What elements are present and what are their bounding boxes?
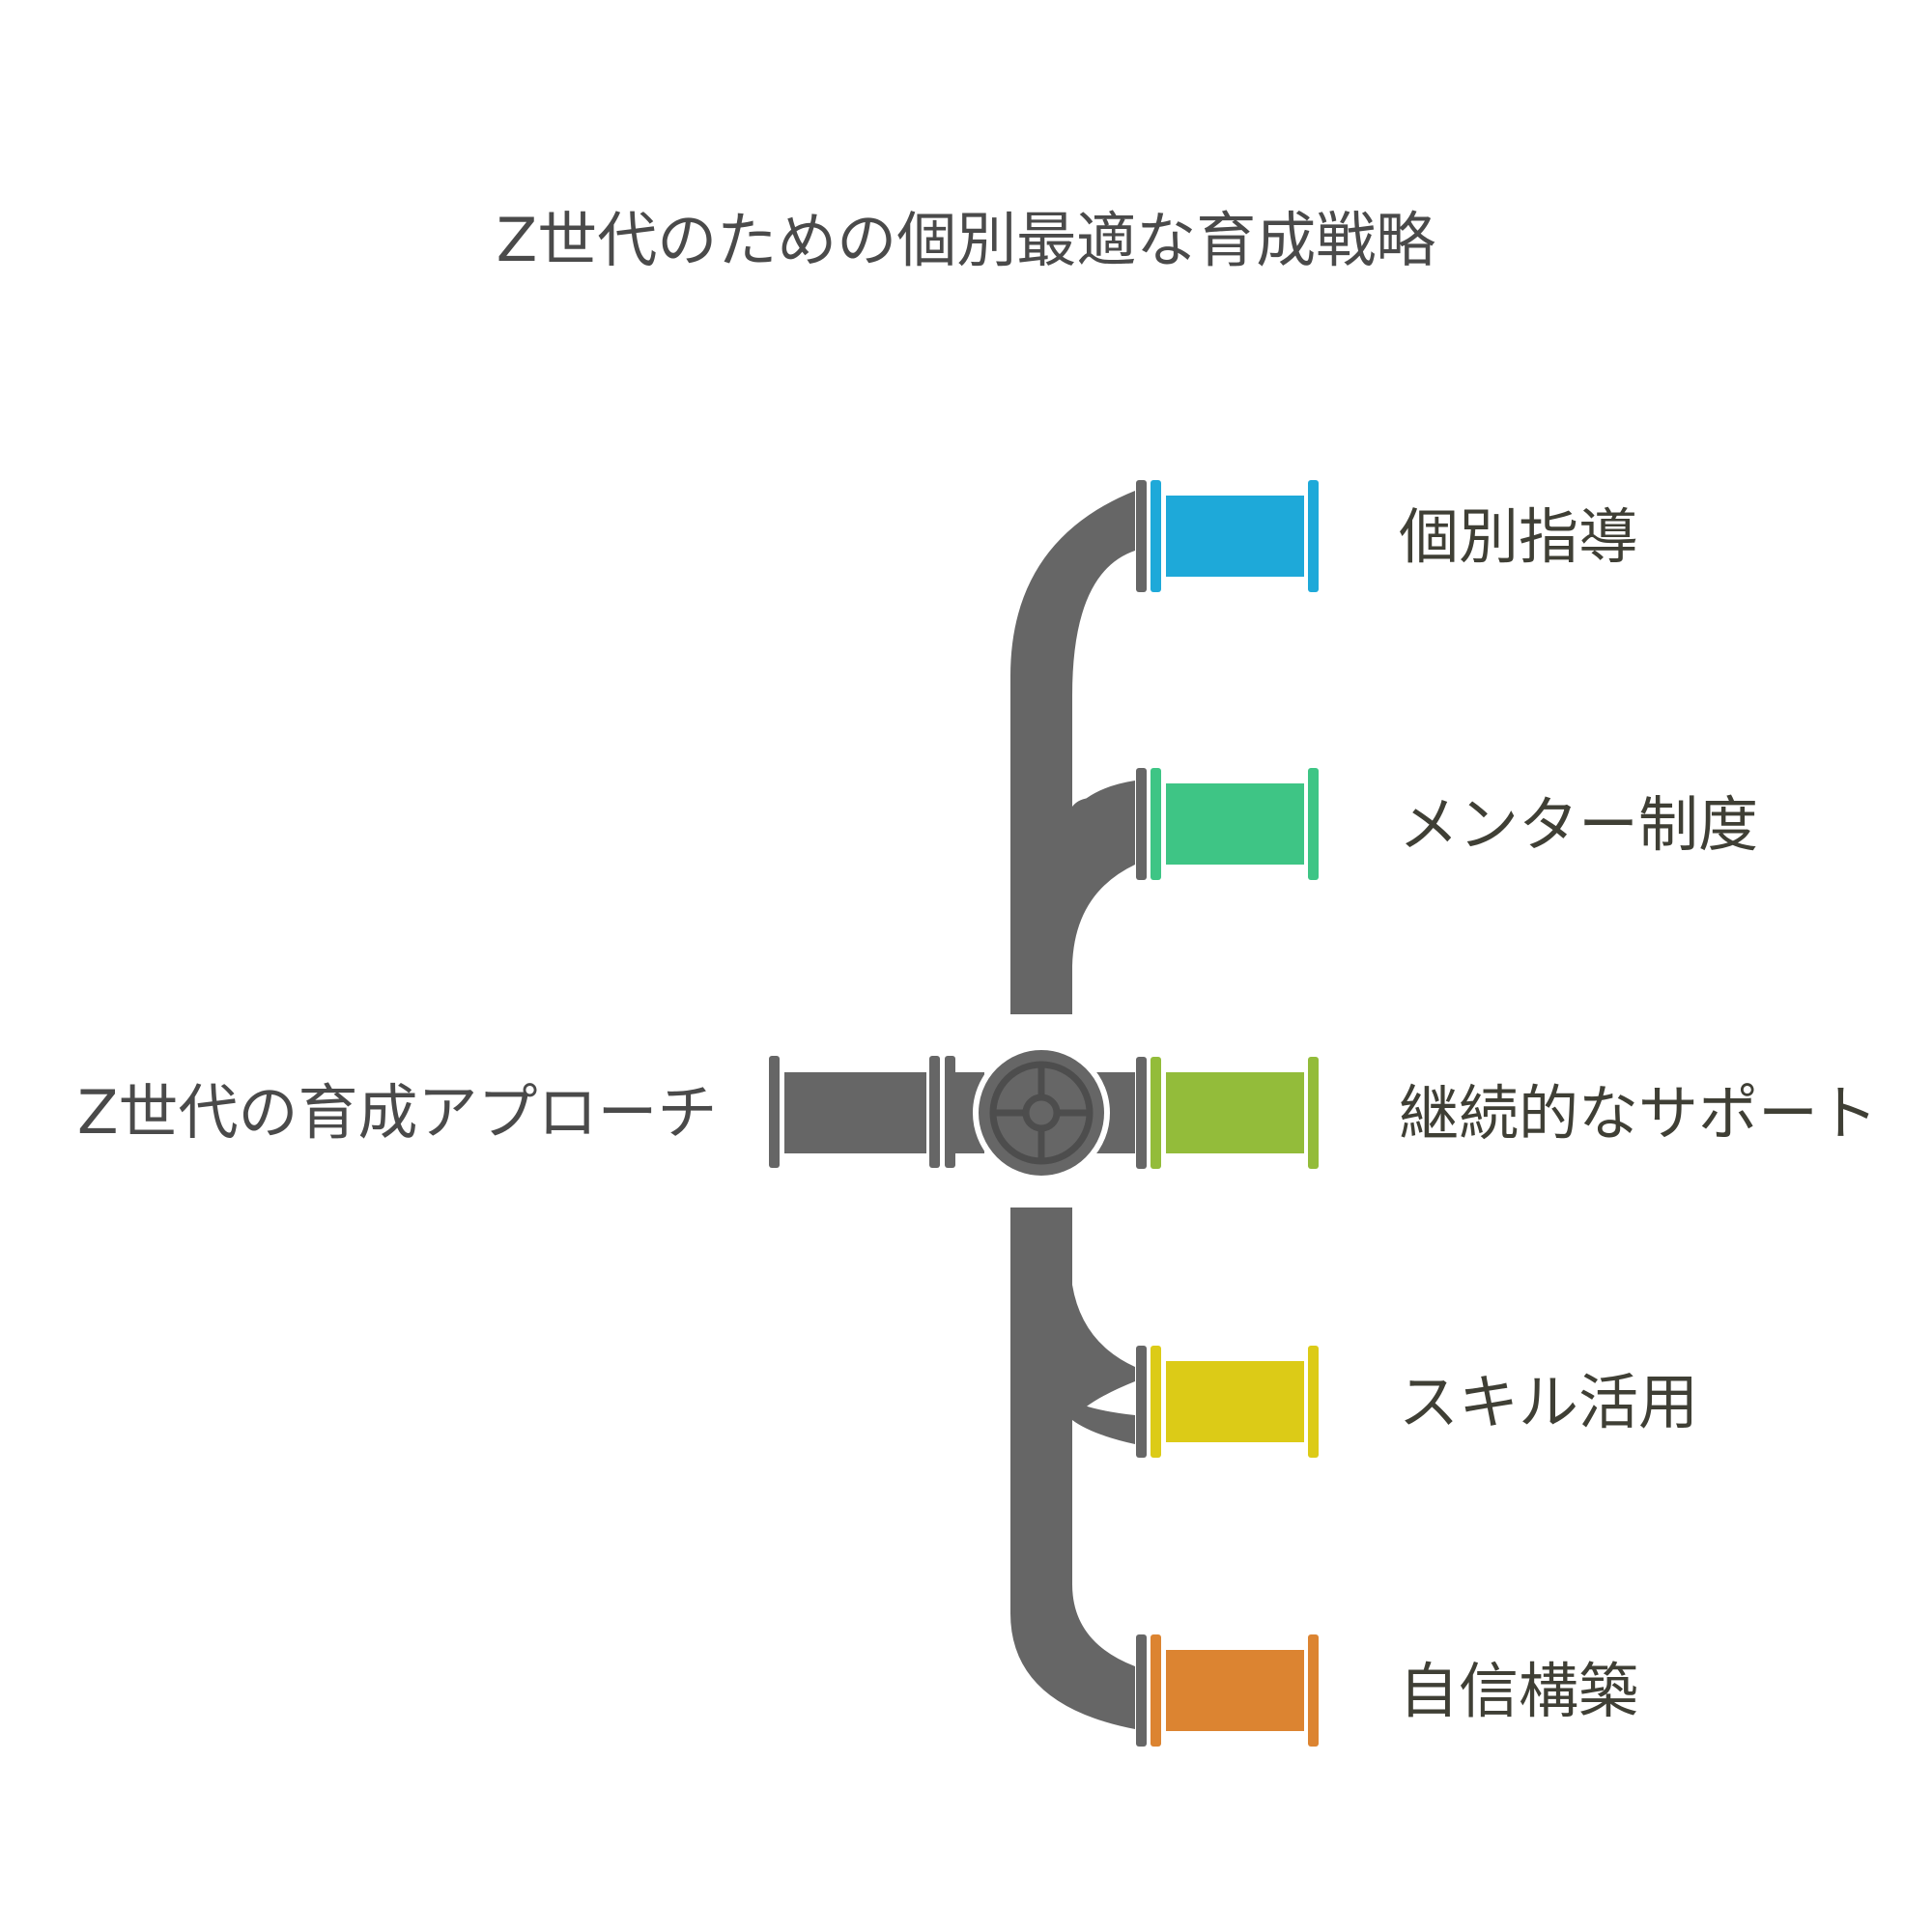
branch-1-label: 個別指導 bbox=[1399, 501, 1638, 572]
branch-4-flange-right bbox=[1308, 1346, 1319, 1458]
branch-4-gray-flange bbox=[1136, 1346, 1147, 1458]
branch-3-label: 継続的なサポート bbox=[1399, 1078, 1878, 1149]
branch-4-label: スキル活用 bbox=[1399, 1367, 1698, 1437]
inlet-flange-left bbox=[769, 1056, 780, 1168]
branch-5-flange-right bbox=[1308, 1634, 1319, 1747]
inlet-flange-right-b bbox=[945, 1056, 955, 1168]
branch-3-pipe bbox=[1166, 1072, 1304, 1153]
branch-2: メンター制度 bbox=[1136, 768, 1758, 880]
branch-4-pipe bbox=[1166, 1361, 1304, 1442]
branch-2-pipe bbox=[1166, 783, 1304, 865]
branch-3: 継続的なサポート bbox=[1136, 1057, 1878, 1169]
branch-1-gray-flange bbox=[1136, 480, 1147, 592]
valve-hub bbox=[1022, 1094, 1061, 1132]
branch-1: 個別指導 bbox=[1136, 480, 1638, 592]
branch-3-flange-left bbox=[1151, 1057, 1161, 1169]
branch-2-gray-flange bbox=[1136, 768, 1147, 880]
inlet-flange-right-a bbox=[929, 1056, 940, 1168]
branch-3-gray-flange bbox=[1136, 1057, 1147, 1169]
inlet-pipe bbox=[784, 1072, 926, 1153]
branch-5-label: 自信構築 bbox=[1399, 1656, 1638, 1726]
branch-2-label: メンター制度 bbox=[1399, 789, 1758, 860]
branch-5-gray-flange bbox=[1136, 1634, 1147, 1747]
branch-4-elbow bbox=[1072, 1401, 1135, 1444]
branch-2-flange-right bbox=[1308, 768, 1319, 880]
branch-5: 自信構築 bbox=[1136, 1634, 1638, 1747]
pipe-network bbox=[769, 491, 1135, 1729]
branch-1-flange-right bbox=[1308, 480, 1319, 592]
branch-1-pipe bbox=[1166, 496, 1304, 577]
source-label: Z世代の育成アプローチ bbox=[77, 1077, 717, 1148]
branch-2-elbow bbox=[1072, 781, 1135, 811]
branch-2-flange-left bbox=[1151, 768, 1161, 880]
branch-3-flange-right bbox=[1308, 1057, 1319, 1169]
branch-1-flange-left bbox=[1151, 480, 1161, 592]
branch-4-flange-left bbox=[1151, 1346, 1161, 1458]
branch-5-pipe bbox=[1166, 1650, 1304, 1731]
branch-5-flange-left bbox=[1151, 1634, 1161, 1747]
branch-4: スキル活用 bbox=[1136, 1346, 1698, 1458]
diagram-title: Z世代のための個別最適な育成戦略 bbox=[497, 205, 1435, 275]
